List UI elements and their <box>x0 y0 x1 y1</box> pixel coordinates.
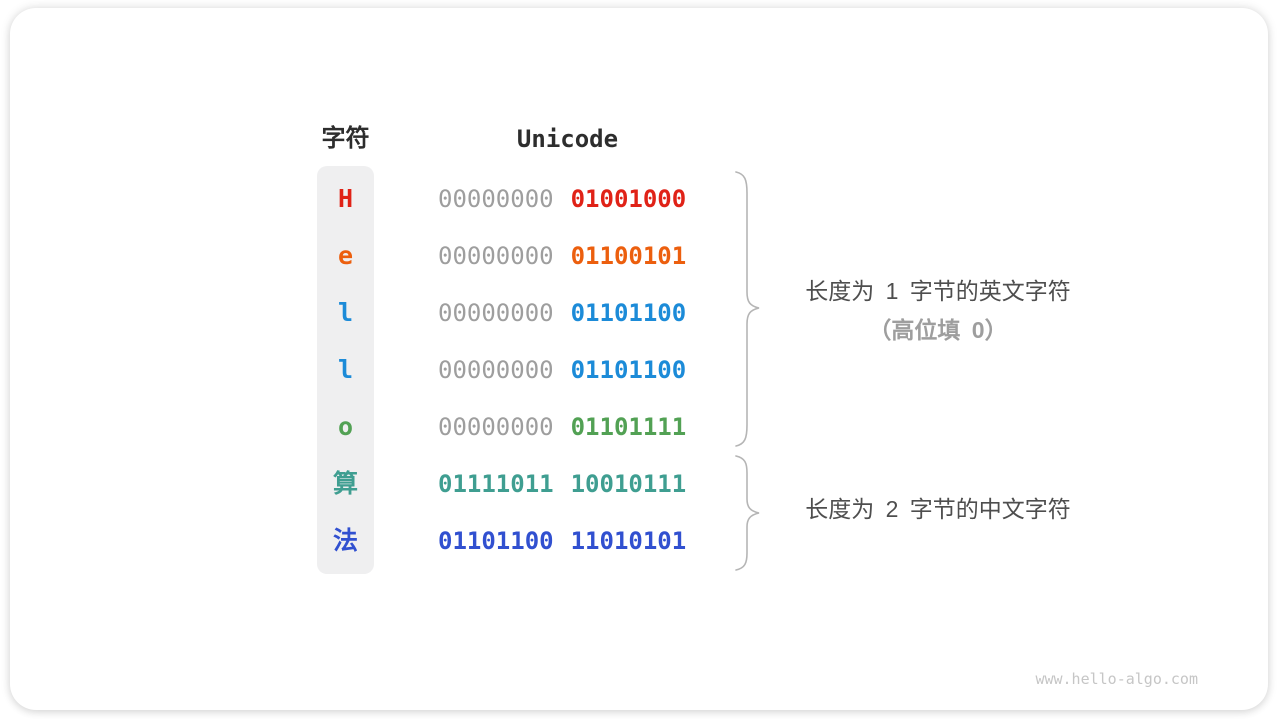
row-character: H <box>337 184 354 213</box>
low-byte: 10010111 <box>570 470 687 498</box>
row-binary-value: 01111011 10010111 <box>438 468 686 500</box>
diagram-card: 字符 Unicode H 00000000 01001000 e 00000000 011… <box>10 8 1268 710</box>
unicode-encoding-diagram: 字符 Unicode H 00000000 01001000 e 00000000 011… <box>10 8 1268 710</box>
annotation-english-chars: 长度为 1 字节的英文字符 （高位填 0） <box>766 274 1110 347</box>
low-byte: 01101100 <box>570 299 687 327</box>
high-byte: 00000000 <box>438 299 554 327</box>
row-character: 算 <box>332 469 358 498</box>
low-byte: 11010101 <box>570 527 687 555</box>
high-byte: 01101100 <box>438 527 554 555</box>
row-character: l <box>337 298 354 327</box>
row-character: e <box>337 241 354 270</box>
high-byte: 00000000 <box>438 356 554 384</box>
row-binary-value: 01101100 11010101 <box>438 525 686 557</box>
low-byte: 01100101 <box>570 242 687 270</box>
annotation-chinese-line1: 长度为 2 字节的中文字符 <box>805 496 1071 522</box>
high-byte: 00000000 <box>438 413 554 441</box>
row-binary-value: 00000000 01100101 <box>438 240 686 272</box>
low-byte: 01101100 <box>570 356 687 384</box>
annotation-chinese-chars: 长度为 2 字节的中文字符 <box>766 492 1110 526</box>
high-byte: 00000000 <box>438 185 554 213</box>
row-character: l <box>337 355 354 384</box>
low-byte: 01001000 <box>570 185 687 213</box>
row-character: o <box>337 412 354 441</box>
character-column-background <box>317 166 374 574</box>
column-header-unicode: Unicode <box>516 125 619 153</box>
brace-chinese-group <box>735 455 760 571</box>
row-binary-value: 00000000 01101111 <box>438 411 686 443</box>
row-binary-value: 00000000 01101100 <box>438 354 686 386</box>
annotation-english-line1: 长度为 1 字节的英文字符 <box>805 278 1071 304</box>
row-character: 法 <box>332 526 358 555</box>
row-binary-value: 00000000 01001000 <box>438 183 686 215</box>
high-byte: 01111011 <box>438 470 554 498</box>
watermark-url: www.hello-algo.com <box>1035 670 1198 688</box>
column-header-character: 字符 <box>321 125 370 152</box>
annotation-english-line2: （高位填 0） <box>868 317 1008 343</box>
high-byte: 00000000 <box>438 242 554 270</box>
low-byte: 01101111 <box>570 413 687 441</box>
brace-english-group <box>735 171 760 447</box>
row-binary-value: 00000000 01101100 <box>438 297 686 329</box>
